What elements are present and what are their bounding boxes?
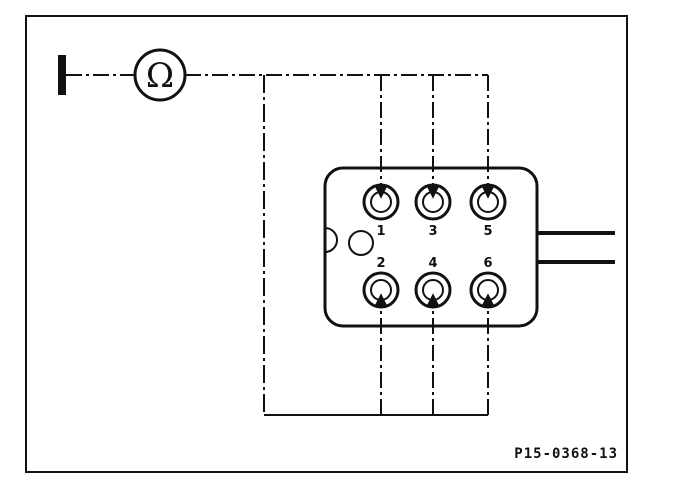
ohmmeter-icon: Ω xyxy=(133,48,187,102)
ground-terminal-icon xyxy=(58,55,66,95)
pin-label-3: 3 xyxy=(428,224,437,239)
ohm-symbol: Ω xyxy=(146,56,174,96)
pin-label-5: 5 xyxy=(483,224,492,239)
figure-code: P15-0368-13 xyxy=(514,446,618,462)
pin-label-1: 1 xyxy=(376,224,385,239)
diagram-frame xyxy=(25,15,628,473)
pin-label-6: 6 xyxy=(483,256,492,271)
pin-label-2: 2 xyxy=(376,256,385,271)
locator-hole xyxy=(348,230,374,256)
pin-label-4: 4 xyxy=(428,256,437,271)
